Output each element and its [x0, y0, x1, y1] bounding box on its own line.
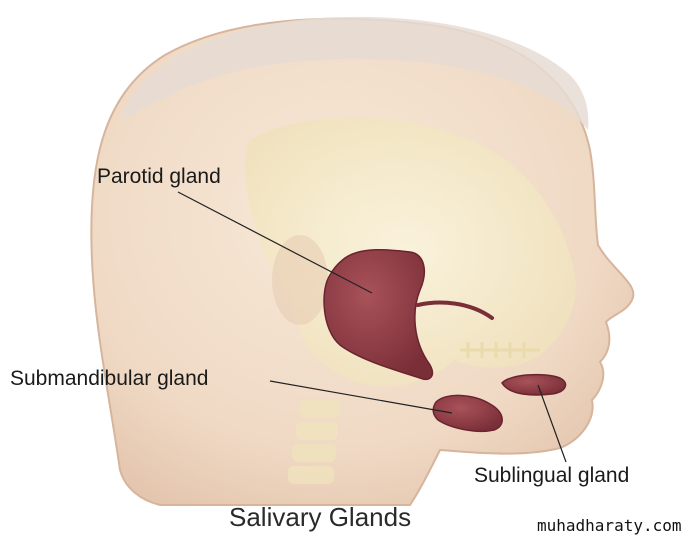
sublingual-gland: [501, 373, 567, 396]
parotid-duct: [416, 300, 494, 320]
submandibular-gland-label: Submandibular gland: [10, 367, 209, 390]
figure-caption: Salivary Glands: [229, 502, 412, 532]
watermark: muhadharaty.com: [537, 516, 682, 535]
submandibular-leader-line: [269, 380, 453, 414]
parotid-gland-label: Parotid gland: [97, 165, 221, 188]
sublingual-leader-line: [537, 384, 567, 463]
parotid-leader-line: [177, 191, 373, 294]
submandibular-gland: [432, 394, 503, 432]
teeth: [460, 342, 540, 358]
neck-vertebrae: [288, 400, 340, 484]
hair: [120, 16, 589, 131]
sublingual-gland-label: Sublingual gland: [474, 464, 630, 487]
ear: [272, 235, 328, 325]
